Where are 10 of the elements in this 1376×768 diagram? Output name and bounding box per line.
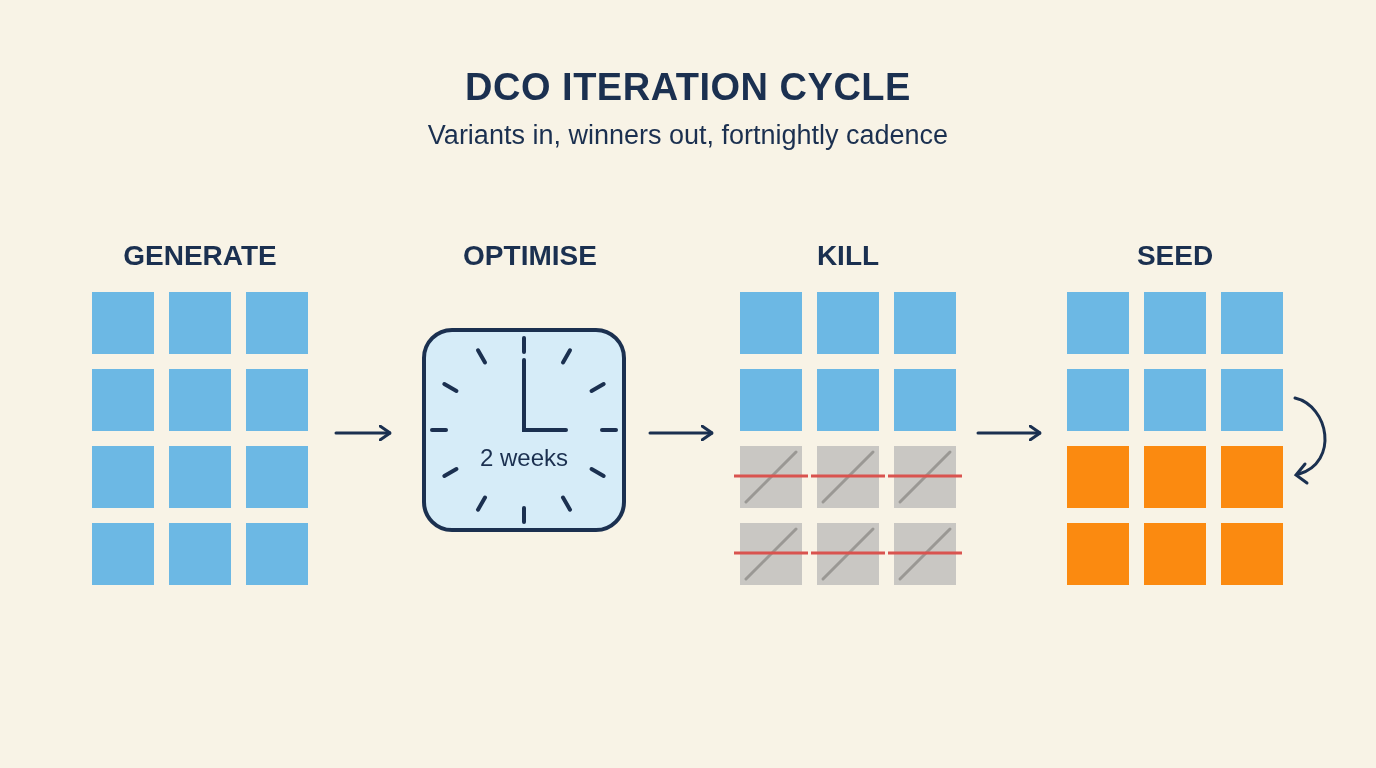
arrow <box>648 424 714 442</box>
stage-heading: GENERATE <box>122 240 278 272</box>
stage-heading: OPTIMISE <box>462 240 598 272</box>
subtitle: Variants in, winners out, fortnightly cadence <box>426 120 950 151</box>
arrow <box>976 424 1042 442</box>
duration-label: 2 weeks <box>478 444 569 472</box>
stage-heading: SEED <box>1135 240 1215 272</box>
diagram-title: DCO ITERATION CYCLE <box>464 66 912 109</box>
stage-heading: KILL <box>815 240 881 272</box>
arrow <box>334 424 392 442</box>
